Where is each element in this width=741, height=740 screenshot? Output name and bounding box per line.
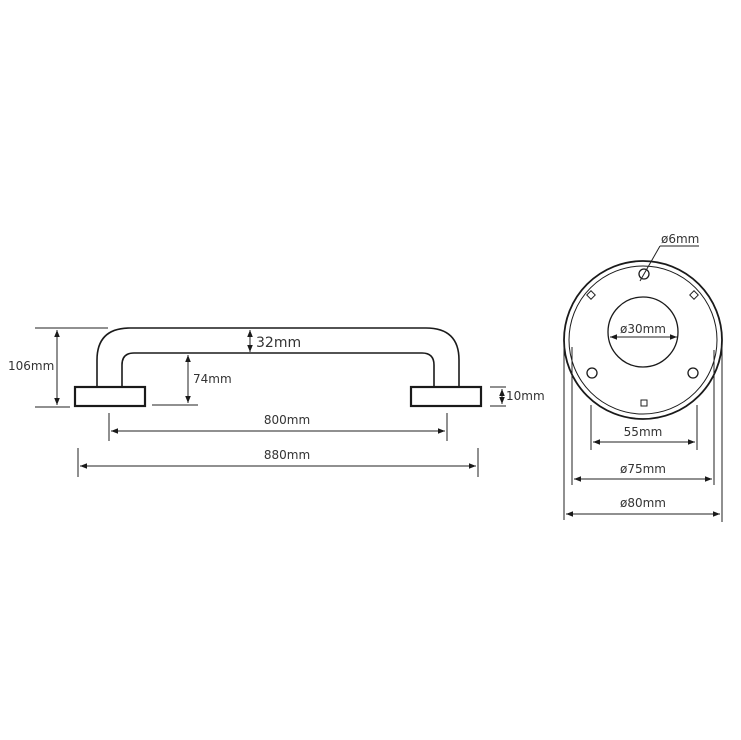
dimension-hole-spacing: 55mm bbox=[590, 405, 698, 450]
inner-circle bbox=[568, 265, 718, 415]
overall-height-label: 106mm bbox=[8, 359, 54, 373]
dimension-screw-hole: ø6mm bbox=[639, 232, 699, 282]
dimension-centre-distance: 800mm bbox=[108, 413, 448, 441]
overall-length-label: 880mm bbox=[264, 448, 310, 462]
dimension-centre-hole: ø30mm bbox=[610, 322, 677, 340]
dimension-base-thickness: 10mm bbox=[490, 386, 545, 407]
hole-spacing-label: 55mm bbox=[624, 425, 663, 439]
dimension-overall-length: 880mm bbox=[77, 448, 479, 477]
dimension-outer-diameter: ø80mm bbox=[563, 342, 723, 522]
base-thickness-label: 10mm bbox=[506, 389, 545, 403]
locator-square-bottom bbox=[640, 399, 648, 407]
dimension-inner-clearance: 74mm bbox=[152, 355, 232, 406]
centre-hole-label: ø30mm bbox=[620, 322, 666, 336]
right-base-plate bbox=[409, 385, 483, 408]
bar-inner-outline bbox=[121, 352, 435, 387]
screw-hole-right bbox=[687, 367, 699, 379]
screw-hole-label: ø6mm bbox=[661, 232, 699, 246]
locator-square-left bbox=[586, 290, 596, 300]
outer-diameter-label: ø80mm bbox=[620, 496, 666, 510]
base-plate-plan-view bbox=[563, 260, 723, 420]
screw-hole-left bbox=[586, 367, 598, 379]
screw-hole-top bbox=[638, 268, 650, 280]
inner-diameter-label: ø75mm bbox=[620, 462, 666, 476]
outer-circle bbox=[563, 260, 723, 420]
locator-square-right bbox=[689, 290, 699, 300]
inner-clearance-label: 74mm bbox=[193, 372, 232, 386]
grab-bar-side-view bbox=[73, 327, 483, 408]
left-base-plate bbox=[73, 385, 147, 408]
tube-diameter-label: 32mm bbox=[256, 335, 301, 351]
dimension-tube-diameter: 32mm bbox=[247, 330, 301, 352]
dimension-inner-diameter: ø75mm bbox=[571, 347, 715, 485]
centre-distance-label: 800mm bbox=[264, 413, 310, 427]
dimension-overall-height: 106mm bbox=[8, 327, 108, 408]
centre-hole bbox=[607, 296, 679, 368]
bar-outer-outline bbox=[96, 327, 460, 387]
